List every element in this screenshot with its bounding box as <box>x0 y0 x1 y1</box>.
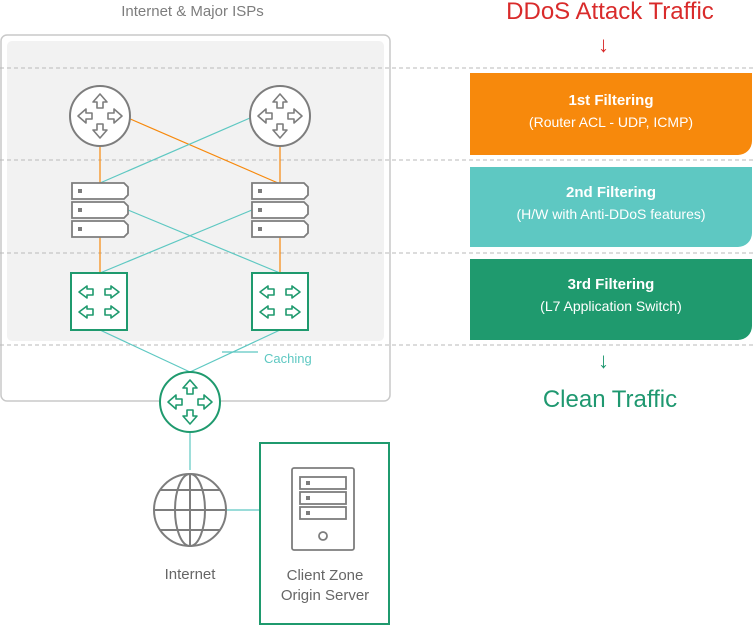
origin-server-icon <box>291 467 355 551</box>
client-zone-label: Client Zone Origin Server <box>260 566 390 606</box>
l7-switch-icon <box>251 272 309 331</box>
attack-traffic-title: DDoS Attack Traffic <box>506 0 714 25</box>
router-icon <box>249 85 311 147</box>
client-label-line2: Origin Server <box>280 587 370 604</box>
filter-subtitle: (H/W with Anti-DDoS features) <box>516 206 706 222</box>
filter-step-3: 3rd Filtering (L7 Application Switch) <box>470 259 752 340</box>
server-stack-icon <box>71 182 129 238</box>
orange-links <box>99 117 281 273</box>
arrow-down-icon: ↓ <box>598 32 609 57</box>
client-label-line1: Client Zone <box>286 567 364 584</box>
clean-traffic-title: Clean Traffic <box>542 386 678 413</box>
filter-title: 2nd Filtering <box>566 184 656 201</box>
edge-router-icon <box>159 371 221 433</box>
l7-switch-icon <box>70 272 128 331</box>
globe-icon <box>153 473 227 547</box>
filter-title: 1st Filtering <box>568 92 654 109</box>
arrow-down-icon: ↓ <box>598 348 609 373</box>
router-icon <box>69 85 131 147</box>
isp-zone-title: Internet & Major ISPs <box>121 3 264 20</box>
server-stack-icon <box>251 182 309 238</box>
filter-subtitle: (L7 Application Switch) <box>540 298 682 314</box>
filter-title: 3rd Filtering <box>567 276 655 293</box>
filtering-panel <box>7 41 384 341</box>
filter-step-1: 1st Filtering (Router ACL - UDP, ICMP) <box>470 73 752 155</box>
filter-step-2: 2nd Filtering (H/W with Anti-DDoS featur… <box>470 167 752 247</box>
caching-label: Caching <box>264 351 312 366</box>
internet-label: Internet <box>164 566 216 583</box>
filter-subtitle: (Router ACL - UDP, ICMP) <box>528 114 694 130</box>
